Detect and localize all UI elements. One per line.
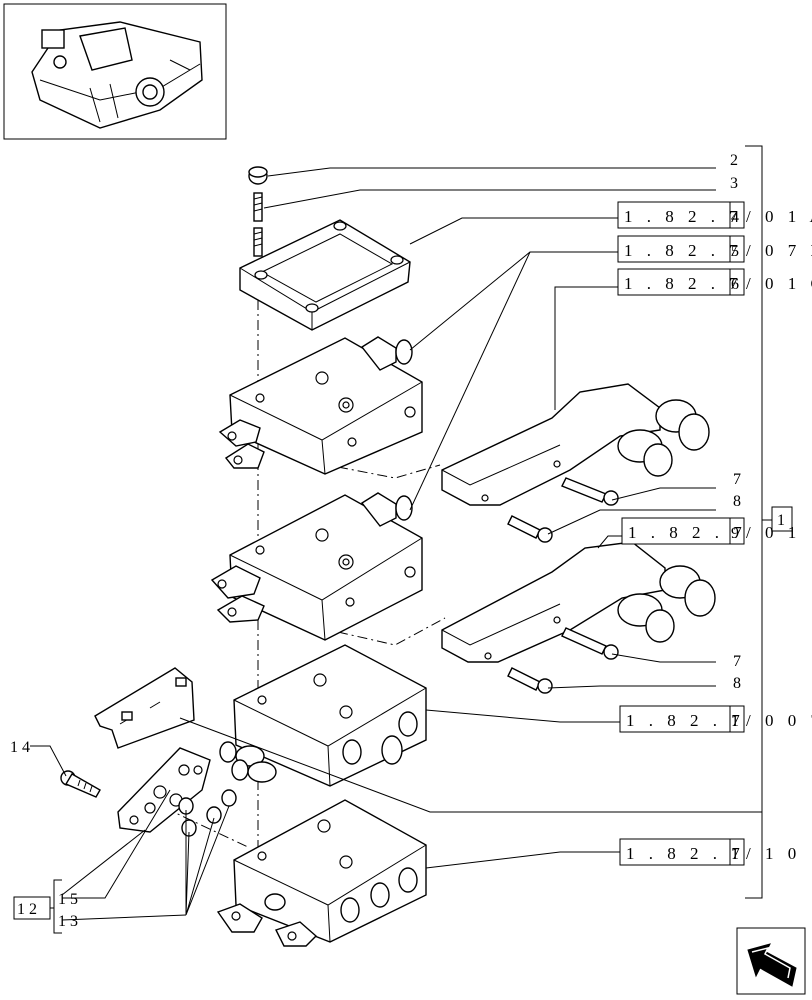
svg-text:/ 1 0 1 D: / 1 0 1 D bbox=[746, 844, 812, 863]
screw-7-lower bbox=[561, 627, 619, 660]
svg-text:1 . 8 2 . 7: 1 . 8 2 . 7 bbox=[628, 523, 747, 542]
svg-text:1 . 8 2 . 7: 1 . 8 2 . 7 bbox=[624, 241, 743, 260]
svg-text:1 . 8 2 . 7: 1 . 8 2 . 7 bbox=[626, 844, 745, 863]
reference-79[interactable]: 1 . 8 2 . 7 9 / 0 1 bbox=[621, 517, 801, 545]
callout-7-upper: 7 bbox=[733, 471, 741, 488]
back-arrow-icon[interactable] bbox=[736, 927, 806, 995]
svg-text:5: 5 bbox=[731, 243, 739, 260]
svg-text:6: 6 bbox=[731, 276, 739, 293]
svg-text:1: 1 bbox=[731, 846, 739, 863]
callout-2: 2 bbox=[730, 152, 738, 169]
left-bracket-label: 1 2 bbox=[17, 901, 37, 918]
svg-text:1 . 8 2 . 7: 1 . 8 2 . 7 bbox=[624, 274, 743, 293]
callout-13: 1 3 bbox=[58, 913, 78, 930]
reference-74[interactable]: 1 . 8 2 . 7 4 / 0 1 A bbox=[617, 201, 812, 229]
elbow-block-upper bbox=[441, 383, 710, 506]
right-bracket-label: 1 bbox=[777, 512, 785, 529]
right-bracket-box bbox=[771, 506, 793, 532]
svg-text:1: 1 bbox=[731, 713, 739, 730]
nut-part bbox=[248, 166, 268, 185]
left-bracket bbox=[53, 879, 62, 934]
reference-76[interactable]: 1 . 8 2 . 7 6 / 0 1 C bbox=[617, 268, 812, 296]
svg-text:/ 0 1 A: / 0 1 A bbox=[746, 207, 812, 226]
svg-text:/ 0 1: / 0 1 bbox=[746, 523, 801, 542]
coupler-upper-b bbox=[655, 399, 710, 451]
svg-text:/ 0 1 C: / 0 1 C bbox=[746, 274, 812, 293]
valve-section-4 bbox=[216, 799, 427, 947]
valve-section-3 bbox=[219, 644, 427, 787]
svg-text:/ 0 0 7: / 0 0 7 bbox=[746, 711, 812, 730]
svg-text:1 . 8 2 . 7: 1 . 8 2 . 7 bbox=[624, 207, 743, 226]
reference-71-007[interactable]: 1 . 8 2 . 7 1 / 0 0 7 bbox=[619, 705, 812, 733]
callout-14: 1 4 bbox=[10, 739, 30, 756]
cover-plate bbox=[239, 219, 411, 331]
svg-text:1 . 8 2 . 7: 1 . 8 2 . 7 bbox=[626, 711, 745, 730]
coupler-lower-b bbox=[659, 565, 716, 617]
callout-15: 1 5 bbox=[58, 891, 78, 908]
right-bracket bbox=[745, 145, 763, 899]
valve-section-1 bbox=[218, 336, 423, 475]
reference-71-101[interactable]: 1 . 8 2 . 7 1 / 1 0 1 D bbox=[619, 838, 812, 866]
callout-7-lower: 7 bbox=[733, 653, 741, 670]
o-rings bbox=[178, 789, 237, 837]
elbow-block-lower bbox=[441, 541, 716, 663]
coupler-lower-a bbox=[617, 593, 675, 643]
reference-75[interactable]: 1 . 8 2 . 7 5 / 0 7 B bbox=[617, 235, 812, 263]
screw-8-lower bbox=[507, 667, 553, 694]
leader-lines bbox=[30, 167, 762, 921]
mounting-bracket bbox=[94, 667, 195, 749]
svg-text:4: 4 bbox=[731, 209, 739, 226]
callout-8-lower: 8 bbox=[733, 675, 741, 692]
callout-8-upper: 8 bbox=[733, 493, 741, 510]
screw-8-upper bbox=[507, 515, 553, 543]
bolt-14 bbox=[60, 770, 101, 798]
callout-3: 3 bbox=[730, 175, 738, 192]
flange-plate bbox=[117, 747, 211, 833]
thumbnail-valve-icon bbox=[31, 21, 203, 129]
svg-text:/ 0 7 B: / 0 7 B bbox=[746, 241, 812, 260]
screw-7-upper bbox=[561, 477, 619, 506]
thumbnail-frame[interactable] bbox=[3, 3, 227, 140]
stud-part bbox=[253, 192, 263, 257]
valve-section-2 bbox=[210, 492, 423, 641]
coupler-upper-a bbox=[617, 429, 673, 477]
svg-text:9: 9 bbox=[731, 525, 739, 542]
